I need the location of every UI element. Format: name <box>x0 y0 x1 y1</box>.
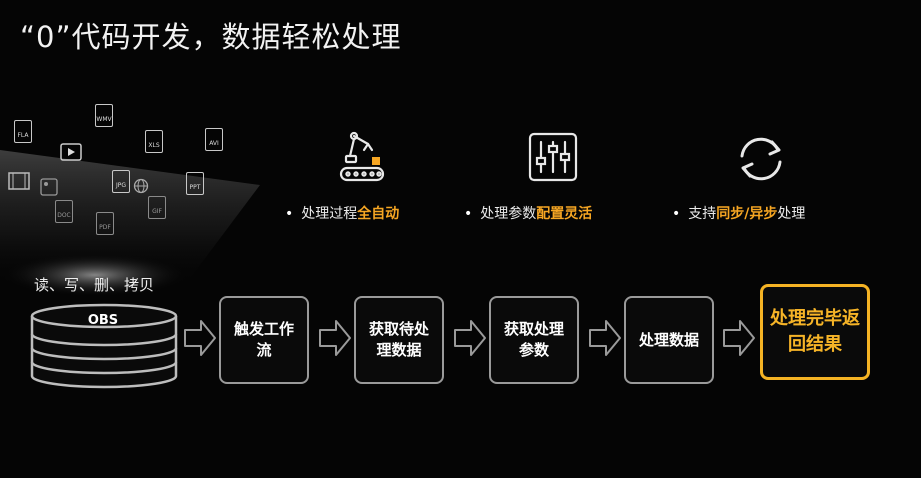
feature-auto-process: •处理过程全自动 <box>285 206 400 222</box>
film-strip-icon <box>8 172 30 190</box>
step-trigger-workflow: 触发工作流 <box>219 296 309 384</box>
jpg-file-icon: JPG <box>112 170 130 193</box>
flow-arrow-icon <box>184 320 216 356</box>
image-file-icon <box>40 178 58 196</box>
gif-file-icon: GIF <box>148 196 166 219</box>
ppt-file-icon: PPT <box>186 172 204 195</box>
wmv-file-icon: WMV <box>95 104 113 127</box>
obs-label: OBS <box>87 313 119 328</box>
obs-operations-label: 读、写、删、拷贝 <box>34 276 155 294</box>
flow-arrow-icon <box>723 320 755 356</box>
robot-arm-conveyor-icon <box>339 131 385 182</box>
globe-icon <box>133 178 149 194</box>
flow-arrow-icon <box>319 320 351 356</box>
xls-file-icon: XLS <box>145 130 163 153</box>
step-return-result: 处理完毕返回结果 <box>760 284 870 380</box>
flow-arrow-icon <box>454 320 486 356</box>
feature-sync-async: •支持同步/异步处理 <box>672 206 806 222</box>
doc-file-icon: DOC <box>55 200 73 223</box>
sync-arrows-icon <box>740 137 782 181</box>
flow-arrow-icon <box>589 320 621 356</box>
avi-file-icon: AVI <box>205 128 223 151</box>
obs-database-icon <box>30 303 178 389</box>
sliders-icon <box>528 132 578 182</box>
video-play-icon <box>60 143 82 161</box>
pdf-file-icon: PDF <box>96 212 114 235</box>
page-title: “0”代码开发，数据轻松处理 <box>20 20 402 54</box>
step-fetch-data: 获取待处理数据 <box>354 296 444 384</box>
step-process-data: 处理数据 <box>624 296 714 384</box>
fla-file-icon: FLA <box>14 120 32 143</box>
feature-flexible-config: •处理参数配置灵活 <box>464 206 593 222</box>
step-fetch-params: 获取处理参数 <box>489 296 579 384</box>
